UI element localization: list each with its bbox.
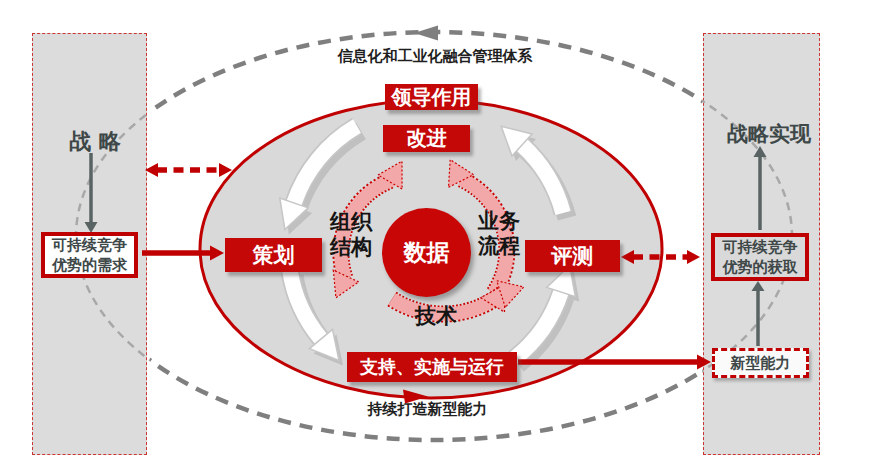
leadership-box: 领导作用 [385, 84, 478, 110]
support-box: 支持、实施与运行 [347, 352, 517, 382]
system-title: 信息化和工业化融合管理体系 [330, 47, 540, 66]
gain-box: 可持续竞争 优势的获取 [711, 233, 809, 281]
realization-label: 战略实现 [717, 120, 821, 148]
outer-cycle-arrowhead-icon [414, 26, 438, 41]
evaluate-box: 评测 [525, 240, 620, 272]
business-process-label: 业务 流程 [470, 209, 528, 258]
improve-box: 改进 [383, 125, 470, 152]
data-circle: 数据 [382, 208, 471, 297]
capability-building-label: 持续打造新型能力 [355, 400, 500, 419]
technology-label: 技术 [407, 302, 465, 330]
strategy-label: 战 略 [45, 127, 145, 157]
plan-box: 策划 [225, 238, 322, 272]
new-capability-box: 新型能力 [712, 348, 809, 378]
organization-structure-label: 组织 结构 [322, 210, 380, 259]
need-box: 可持续竞争 优势的需求 [41, 232, 138, 278]
capability-up-arrowhead-icon [752, 281, 765, 291]
